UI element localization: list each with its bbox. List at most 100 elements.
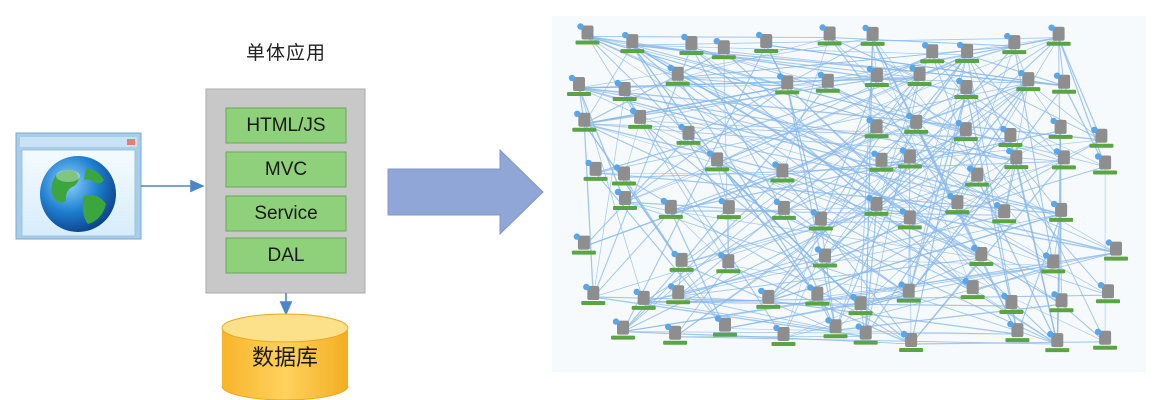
network-edge <box>827 84 1005 216</box>
service-node-icon <box>853 323 878 345</box>
service-node-icon <box>1051 148 1076 170</box>
network-edge <box>782 129 877 176</box>
service-node-icon <box>679 33 704 55</box>
network-edge <box>834 160 911 331</box>
network-edge <box>623 177 683 265</box>
layer-label-mvc: MVC <box>264 159 308 180</box>
network-edge <box>829 36 1015 47</box>
service-node-icon <box>864 65 889 87</box>
service-node-icon <box>716 197 741 220</box>
network-edge <box>768 300 1018 335</box>
service-node-icon <box>666 283 691 305</box>
network-edge <box>957 139 1102 207</box>
service-node-icon <box>904 112 929 134</box>
network-edge <box>908 85 1065 295</box>
service-node-icon <box>1045 330 1070 353</box>
service-node-icon <box>676 123 701 145</box>
service-node-icon <box>716 252 741 274</box>
service-node-icon <box>669 250 694 272</box>
service-node-icon <box>965 165 990 187</box>
network-edge <box>681 54 968 265</box>
service-node-icon <box>1046 24 1071 46</box>
network-edge <box>723 51 729 266</box>
network-edge <box>966 54 1018 335</box>
network-edge <box>592 210 672 298</box>
network-edge <box>908 54 968 295</box>
network-edge <box>632 44 1065 87</box>
service-node-icon <box>864 117 889 139</box>
service-node-icon <box>1093 153 1118 175</box>
network-edge <box>631 44 783 175</box>
network-edge <box>919 54 968 79</box>
service-node-icon <box>581 283 606 305</box>
network-edge <box>965 132 1109 296</box>
network-edge <box>624 37 830 94</box>
service-node-icon <box>612 164 636 186</box>
network-edge <box>584 123 1058 345</box>
service-node-icon <box>907 64 932 86</box>
network-edge <box>827 84 917 127</box>
layer-box-service <box>225 195 347 232</box>
service-node-icon <box>805 284 830 306</box>
network-edge <box>592 46 692 298</box>
service-node-icon <box>920 42 945 64</box>
service-node-icon <box>631 288 656 310</box>
layer-label-html-js: HTML/JS <box>246 115 326 136</box>
network-edge <box>783 257 982 339</box>
service-node-icon <box>998 125 1023 147</box>
network-edge <box>624 77 920 203</box>
service-node-icon <box>754 31 779 53</box>
service-node-icon <box>823 317 848 339</box>
network-edge <box>688 136 1062 215</box>
service-node-icon <box>775 73 800 95</box>
network-edge <box>587 36 729 266</box>
network-edge <box>677 129 877 297</box>
service-node-icon <box>1104 239 1128 261</box>
network-edge <box>593 178 978 298</box>
network-edge <box>865 37 874 337</box>
network-edge <box>876 78 1029 84</box>
network-edge <box>643 213 1062 303</box>
service-node-icon <box>1093 328 1118 350</box>
service-node-icon <box>815 71 840 93</box>
service-node-icon <box>1041 252 1066 274</box>
network-edge <box>584 123 1117 254</box>
monolith-title: 单体应用 <box>245 42 326 64</box>
network-edge <box>584 50 725 125</box>
network-edge <box>1015 160 1058 345</box>
network-edge <box>915 125 982 259</box>
network-edge <box>908 160 1017 295</box>
network-edge <box>1058 37 1102 141</box>
network-edge <box>643 301 836 331</box>
network-edge <box>860 37 874 308</box>
service-node-icon <box>954 77 979 99</box>
service-node-icon <box>771 198 796 220</box>
right-arrow-icon <box>387 148 544 236</box>
service-node-icon <box>612 79 637 101</box>
network-nodes <box>567 23 1128 353</box>
network-edge <box>767 77 920 302</box>
network-edge <box>622 174 783 332</box>
network-edge <box>622 330 784 339</box>
database-label: 数据库 <box>251 346 318 371</box>
network-edge <box>584 85 788 125</box>
network-edge <box>587 36 1017 162</box>
service-node-icon <box>756 287 781 309</box>
browser-globe-icon <box>15 132 142 240</box>
network-edge <box>965 90 1019 335</box>
service-node-icon <box>955 41 980 63</box>
network-edge <box>678 257 982 297</box>
network-edge <box>690 46 974 292</box>
network-edge <box>691 46 828 86</box>
network-edge <box>716 163 861 308</box>
network-edge <box>578 37 873 89</box>
network-edge <box>824 54 968 260</box>
network-edge <box>911 341 1106 345</box>
network-edge <box>587 36 1058 345</box>
service-node-icon <box>567 74 591 96</box>
network-edge <box>976 178 1058 345</box>
service-node-icon <box>1089 126 1114 148</box>
service-node-icon <box>813 246 837 268</box>
network-edge <box>820 222 837 331</box>
network-edge <box>678 165 1106 297</box>
